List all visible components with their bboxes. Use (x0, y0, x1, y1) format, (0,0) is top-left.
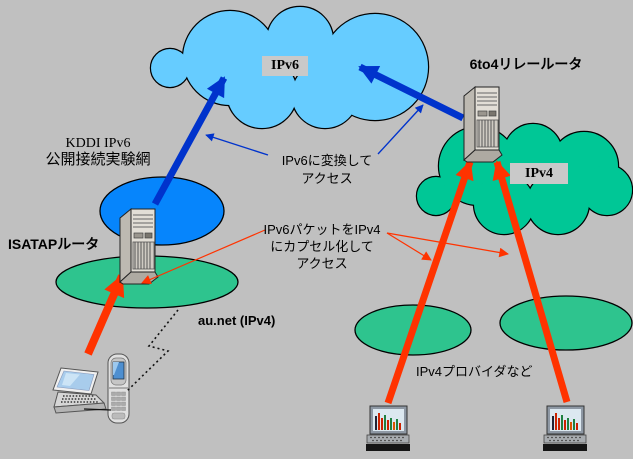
aunet-network-label: au.net (IPv4) (198, 313, 276, 328)
provider-pc-left-icon (365, 405, 411, 452)
client-laptop-icon (52, 367, 107, 414)
convert-annotation: IPv6に変換して アクセス (262, 152, 392, 188)
pointer-convert-left (205, 133, 269, 156)
encapsulate-annotation: IPv6パケットをIPv4 にカプセル化して アクセス (252, 221, 392, 272)
isatap-tower-server-icon (119, 208, 159, 285)
ipv4-providers-label: IPv4プロバイダなど (416, 364, 533, 379)
pointer-encap-to-right-arrow (386, 232, 509, 258)
encapsulate-annotation-line1: IPv6パケットをIPv4 (263, 222, 381, 237)
arrow-laptop-to-aunet (84, 274, 126, 356)
isatap-router-label: ISATAPルータ (8, 236, 100, 252)
provider-ellipse-right (499, 295, 633, 351)
arrow-pc-right-to-relay (492, 160, 571, 403)
ipv4-cloud-tag: IPv4 (510, 163, 568, 184)
encapsulate-annotation-line2: にカプセル化して (270, 239, 374, 254)
flip-phone-icon (107, 353, 130, 424)
pointer-encap-to-left-arrow (386, 232, 432, 261)
kddi-caption-line1: KDDI IPv6 (65, 136, 131, 151)
pointer-encap-to-aunet (141, 229, 266, 284)
arrow-pc-left-to-relay (384, 160, 474, 405)
kddi-network-caption: KDDI IPv6 公開接続実験網 (33, 135, 163, 169)
laptop-phone-connector-line (83, 408, 112, 411)
provider-pc-right-icon (542, 405, 588, 452)
relay-tower-server-icon (463, 86, 503, 163)
6to4-relay-router-label: 6to4リレールータ (469, 56, 583, 72)
phone-uplink-dashed-line (126, 309, 179, 392)
kddi-caption-line2: 公開接続実験網 (45, 152, 151, 168)
ipv6-cloud-tag: IPv6 (262, 56, 308, 76)
encapsulate-annotation-line3: アクセス (296, 256, 348, 271)
convert-annotation-line1: IPv6に変換して (281, 153, 373, 168)
pointer-convert-right (377, 104, 424, 155)
arrow-relay-to-ipv6-cloud (358, 63, 465, 122)
convert-annotation-line2: アクセス (301, 171, 353, 186)
arrow-isatap-to-ipv6-cloud (151, 76, 228, 206)
